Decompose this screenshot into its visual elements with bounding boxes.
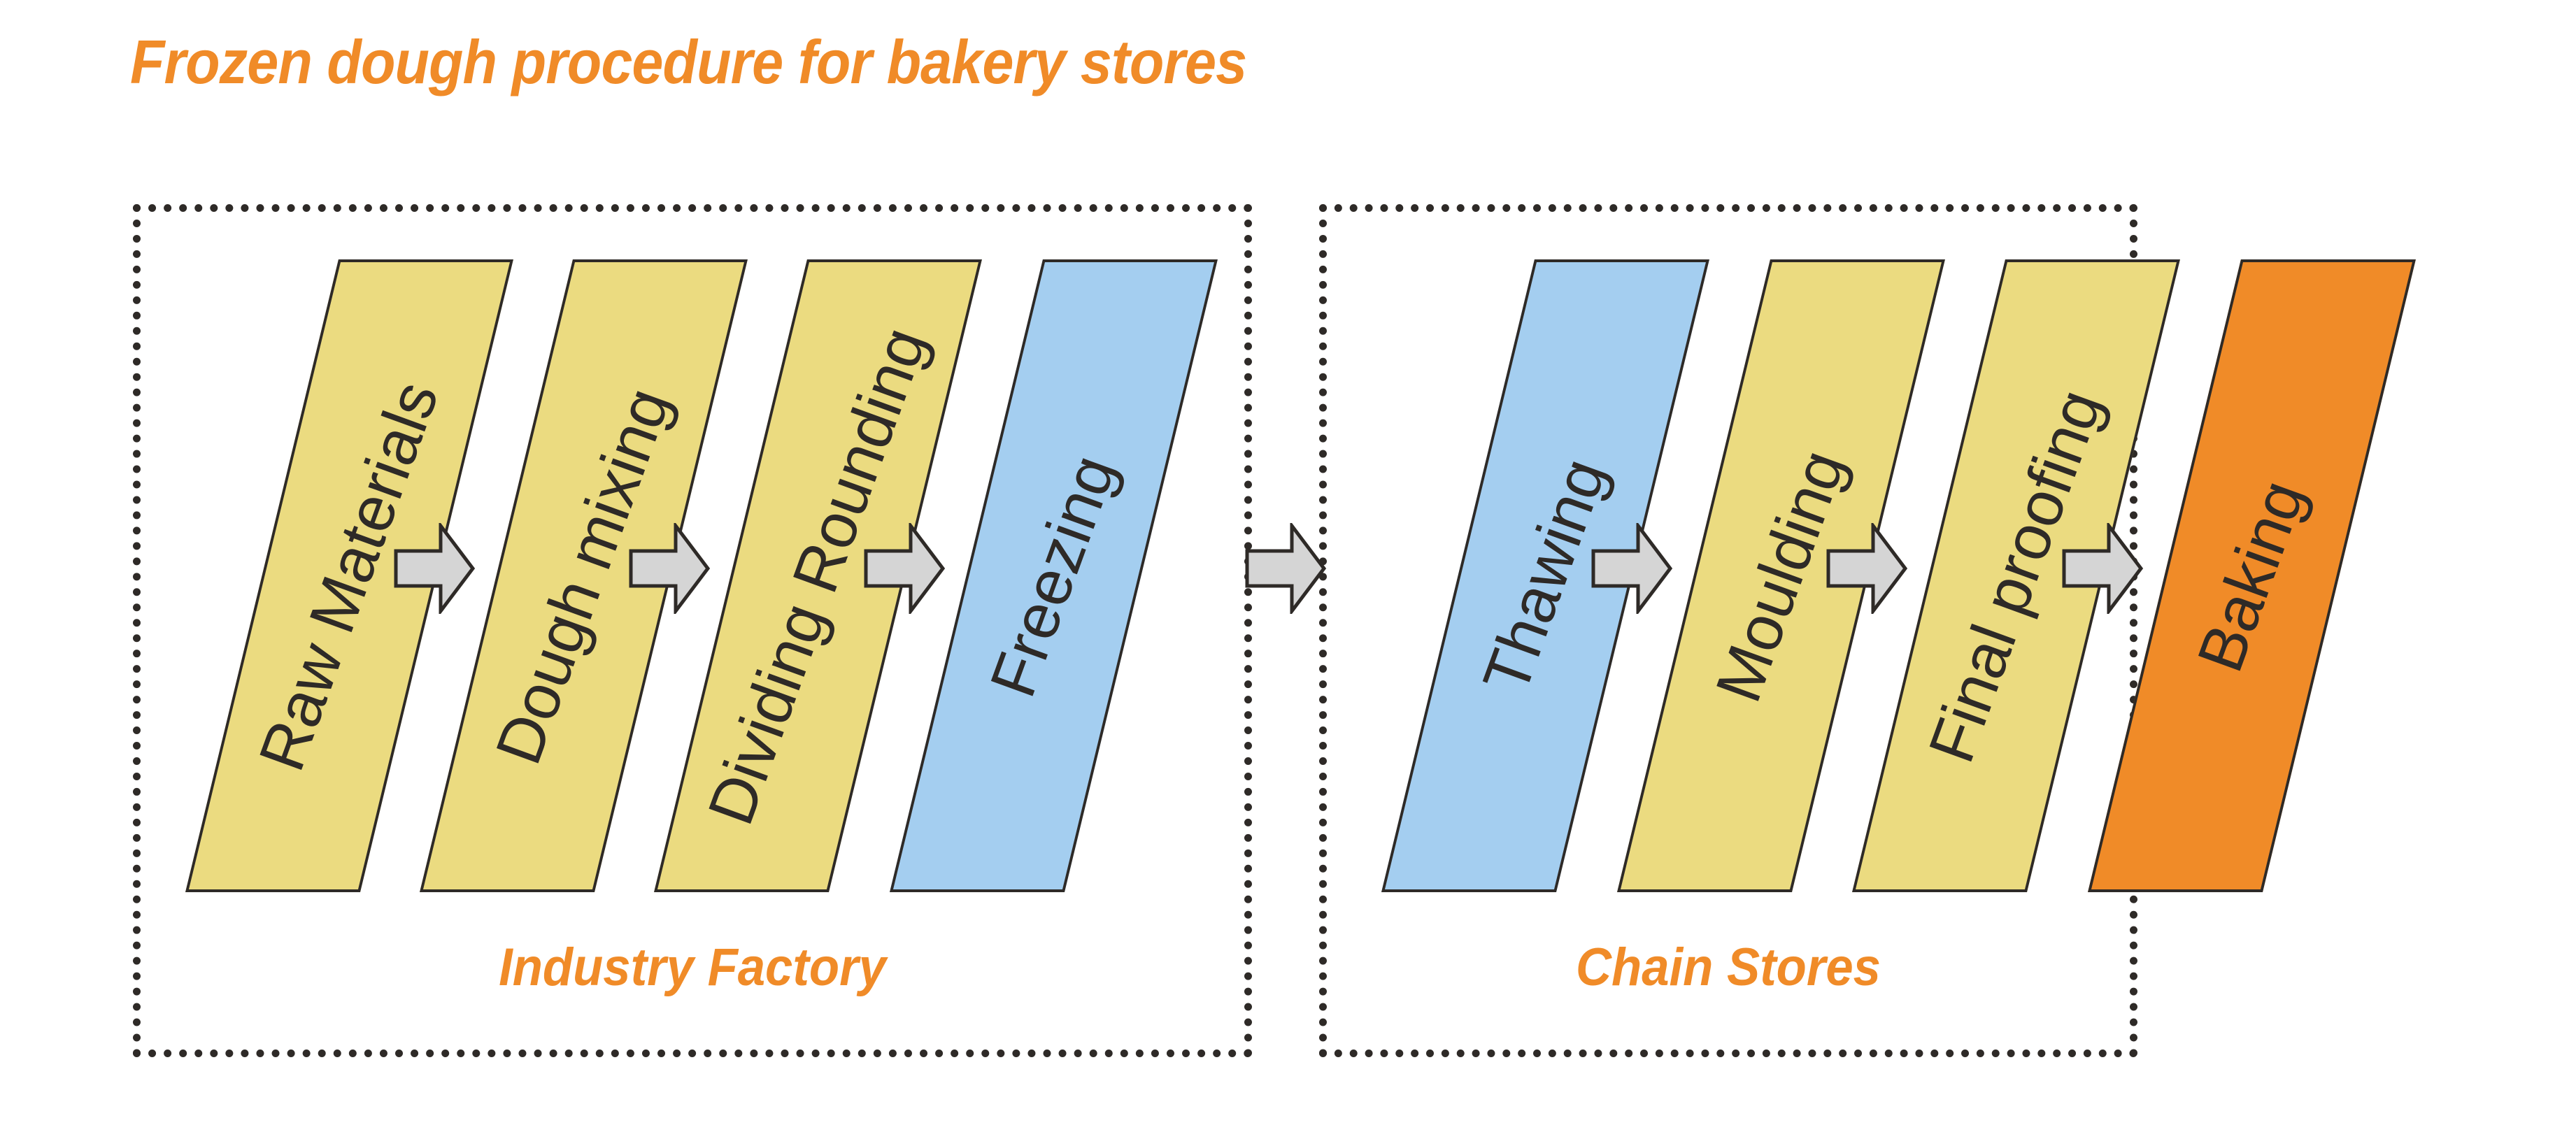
panel-label-chain-stores: Chain Stores xyxy=(1576,938,1881,997)
right-block-arrow-icon-3 xyxy=(863,523,946,614)
panel-chain-stores xyxy=(1319,204,2137,1057)
right-block-arrow-icon-4 xyxy=(1591,523,1673,614)
step-label: Baking xyxy=(2184,471,2319,680)
right-block-arrow-icon-1 xyxy=(393,523,476,614)
panel-label-industry-factory: Industry Factory xyxy=(499,938,886,997)
page-title: Frozen dough procedure for bakery stores xyxy=(130,27,1247,96)
right-block-arrow-icon-2 xyxy=(628,523,711,614)
right-block-arrow-icon-bridge xyxy=(1244,523,1327,614)
step-label: Freezing xyxy=(976,445,1130,705)
right-block-arrow-icon-5 xyxy=(1826,523,1908,614)
right-block-arrow-icon-6 xyxy=(2061,523,2144,614)
panel-industry-factory xyxy=(133,204,1252,1057)
